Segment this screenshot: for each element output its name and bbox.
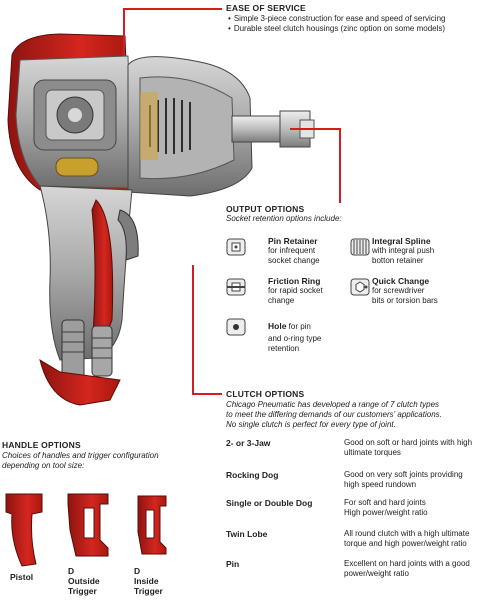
- quick-change-option: Quick Change for screwdriver bits or tor…: [372, 276, 438, 305]
- output-callout-line-v: [339, 128, 341, 203]
- output-subtitle: Socket retention options include:: [226, 214, 342, 223]
- ease-callout-line-h: [124, 8, 222, 10]
- caption-d-inside: D Inside Trigger: [134, 566, 163, 596]
- clutch-row-label: Twin Lobe: [226, 529, 268, 539]
- ease-bullet-1: •Simple 3-piece construction for ease an…: [228, 14, 446, 23]
- hole-icon: [226, 318, 246, 336]
- impact-wrench-cutaway-illustration: [7, 33, 315, 406]
- pin-retainer-icon: [226, 238, 246, 256]
- clutch-intro-1: Chicago Pneumatic has developed a range …: [226, 400, 440, 409]
- clutch-row-label: Single or Double Dog: [226, 498, 313, 508]
- clutch-intro-3: No single clutch is perfect for every ty…: [226, 420, 396, 429]
- clutch-callout-line-h: [192, 393, 222, 395]
- quick-change-icon: [350, 278, 370, 296]
- pistol-handle-image: [5, 493, 43, 567]
- clutch-row-label: Pin: [226, 559, 240, 569]
- clutch-row-label: Rocking Dog: [226, 470, 279, 480]
- clutch-intro-2: to meet the differing demands of our cus…: [226, 410, 442, 419]
- ease-title: EASE OF SERVICE: [226, 3, 306, 13]
- pin-retainer-option: Pin Retainer for infrequent socket chang…: [268, 236, 320, 265]
- caption-pistol: Pistol: [10, 572, 34, 582]
- clutch-title: CLUTCH OPTIONS: [226, 389, 305, 399]
- integral-spline-icon: [350, 238, 370, 256]
- clutch-row-label: 2- or 3-Jaw: [226, 438, 271, 448]
- d-inside-trigger-image: [137, 495, 167, 555]
- friction-ring-option: Friction Ring for rapid socket change: [268, 276, 323, 305]
- handle-title: HANDLE OPTIONS: [2, 440, 81, 450]
- ease-bullet-2: •Durable steel clutch housings (zinc opt…: [228, 24, 446, 33]
- integral-spline-option: Integral Spline with integral push botto…: [372, 236, 435, 265]
- friction-ring-icon: [226, 278, 246, 296]
- hole-option: Hole for pin and o-ring type retention: [268, 321, 322, 353]
- caption-d-outside: D Outside Trigger: [68, 566, 100, 596]
- handle-intro-1: Choices of handles and trigger configura…: [2, 451, 159, 460]
- output-title: OUTPUT OPTIONS: [226, 204, 305, 214]
- output-callout-line-h: [290, 128, 340, 130]
- ease-callout-line-v: [123, 8, 125, 56]
- clutch-callout-line-v: [192, 265, 194, 395]
- d-outside-trigger-image: [67, 493, 109, 557]
- handle-intro-2: depending on tool size:: [2, 461, 85, 470]
